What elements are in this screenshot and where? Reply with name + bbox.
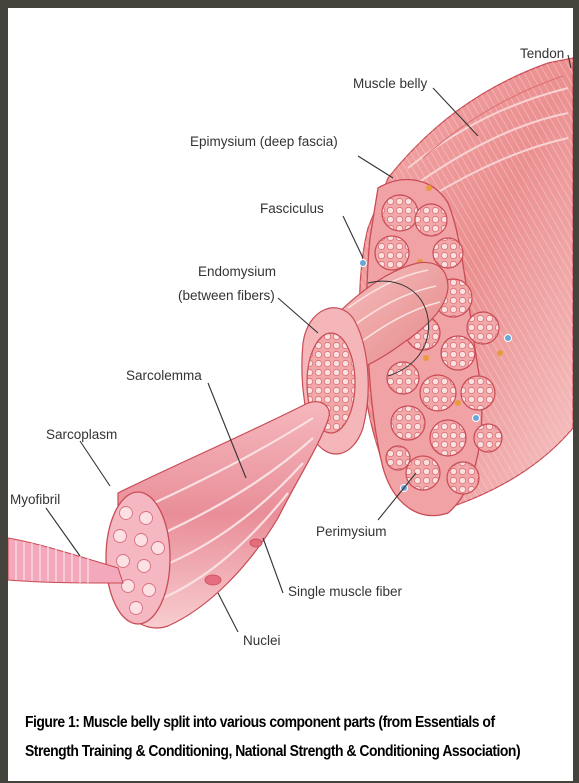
label-fasciculus: Fasciculus — [260, 201, 324, 216]
label-endomysium-note: (between fibers) — [178, 288, 275, 303]
label-myofibril: Myofibril — [10, 492, 60, 507]
caption-line-1: Figure 1: Muscle belly split into variou… — [25, 708, 518, 737]
label-epimysium: Epimysium (deep fascia) — [190, 134, 338, 149]
label-sarcolemma: Sarcolemma — [126, 368, 202, 383]
label-tendon: Tendon — [520, 46, 564, 61]
caption-line-2: Strength Training & Conditioning, Nation… — [25, 737, 518, 766]
muscle-anatomy-diagram: Tendon Muscle belly Epimysium (deep fasc… — [8, 8, 573, 708]
label-sarcoplasm: Sarcoplasm — [46, 427, 117, 442]
label-single-muscle-fiber: Single muscle fiber — [288, 584, 403, 599]
figure-frame: Tendon Muscle belly Epimysium (deep fasc… — [8, 8, 573, 781]
figure-caption: Figure 1: Muscle belly split into variou… — [25, 708, 518, 766]
label-nuclei: Nuclei — [243, 633, 281, 648]
label-perimysium: Perimysium — [316, 524, 387, 539]
label-endomysium: Endomysium — [198, 264, 276, 279]
label-muscle-belly: Muscle belly — [353, 76, 428, 91]
